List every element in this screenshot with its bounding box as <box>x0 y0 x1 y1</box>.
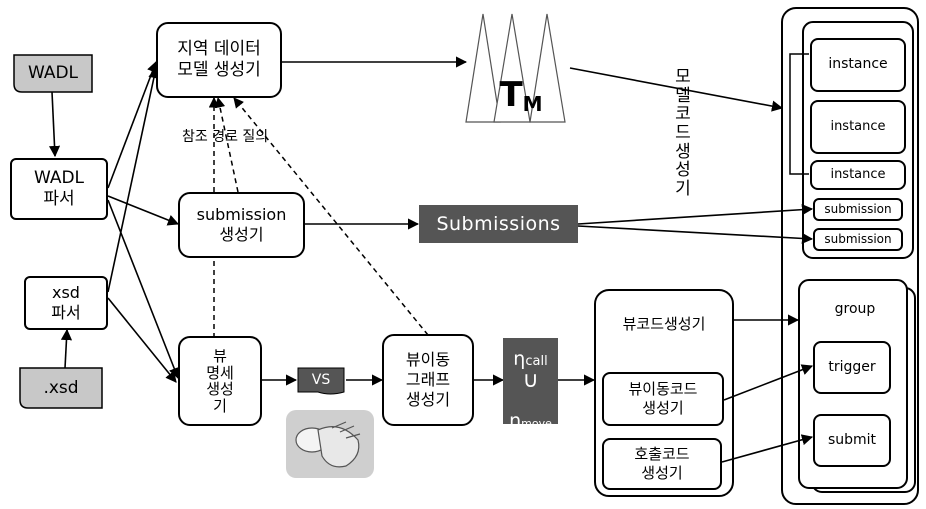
trigger-box: trigger <box>813 341 891 394</box>
instance-box-3: instance <box>810 160 906 190</box>
reference-query-arrows <box>208 96 429 338</box>
reference-path-query-label: 참조 경로 질의 <box>182 128 269 145</box>
instance-box-2: instance <box>810 100 906 154</box>
view-flow-graph-generator-box: 뷰이동 그래프 생성기 <box>382 334 474 426</box>
vs-label: VS <box>311 371 331 388</box>
view-spec-generator-box: 뷰 명세 생성 기 <box>178 336 262 426</box>
eta-move-symbol: η <box>509 410 522 433</box>
instance-bracket <box>789 53 809 175</box>
xsd-input-label: .xsd <box>43 377 79 398</box>
eta-union-box: ηcall ∪ ηmove <box>503 338 558 431</box>
xsd-document-shape <box>19 367 103 409</box>
tm-sub: M <box>522 92 543 116</box>
call-code-generator-box: 호출코드 생성기 <box>602 438 722 490</box>
submission-box-1: submission <box>813 198 903 221</box>
local-data-model-generator-box: 지역 데이터 모델 생성기 <box>156 22 282 98</box>
wadl-input-label: WADL <box>27 63 79 84</box>
eta-move-subscript: move <box>521 417 552 431</box>
eta-call-symbol: η <box>513 347 526 370</box>
submissions-box: Submissions <box>419 205 578 243</box>
instance-box-1: instance <box>810 38 906 92</box>
tm-triangles <box>465 13 566 123</box>
submit-box: submit <box>813 414 891 467</box>
model-code-generator-label: 모 델 코 드 생 성 기 <box>675 67 691 200</box>
wadl-document-shape <box>13 54 93 93</box>
xsd-parser-box: xsd 파서 <box>24 276 108 330</box>
tm-main: T <box>499 74 523 115</box>
group-label: group <box>834 300 876 317</box>
union-symbol: ∪ <box>522 367 539 393</box>
mouse-hand-icon <box>286 410 374 478</box>
submission-box-2: submission <box>813 228 903 251</box>
eta-call: ηcall <box>513 331 547 369</box>
connector-arrows <box>48 56 814 463</box>
view-flow-code-generator-box: 뷰이동코드 생성기 <box>602 372 724 426</box>
vs-document-shape <box>297 367 345 395</box>
eta-move: ηmove <box>509 393 552 431</box>
view-code-generator-label: 뷰코드생성기 <box>622 315 706 333</box>
submission-generator-box: submission 생성기 <box>178 192 305 258</box>
wadl-parser-box: WADL 파서 <box>10 158 108 220</box>
eta-call-subscript: call <box>525 353 548 369</box>
